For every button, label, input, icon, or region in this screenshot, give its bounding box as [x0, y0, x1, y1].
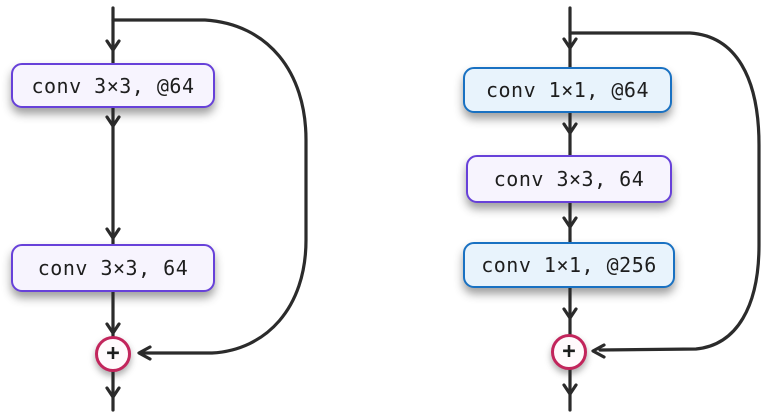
right-arrowhead-down-icon [562, 122, 578, 135]
plus-icon: + [95, 336, 131, 372]
conv-layer-box: conv 1×1, @256 [463, 242, 675, 288]
left-skip-connection-path [111, 18, 308, 355]
conv-layer-box: conv 3×3, 64 [11, 244, 215, 292]
right-arrowhead-left-icon [591, 343, 606, 359]
conv-layer-box: conv 3×3, @64 [11, 63, 215, 108]
left-arrowhead-down-icon [105, 39, 121, 52]
left-arrowhead-down-icon [105, 322, 121, 335]
plus-icon: + [551, 334, 587, 370]
conv-layer-box: conv 3×3, 64 [466, 155, 672, 203]
right-arrowhead-down-icon [562, 383, 578, 396]
left-arrowhead-left-icon [137, 345, 152, 361]
conv-layer-box: conv 1×1, @64 [463, 67, 672, 113]
right-arrowhead-down-icon [562, 307, 578, 320]
right-arrowhead-down-icon [562, 216, 578, 229]
right-skip-connection-path [568, 31, 761, 352]
left-arrowhead-down-icon [105, 227, 121, 240]
left-arrowhead-down-icon [105, 115, 121, 128]
right-arrowhead-down-icon [562, 37, 578, 50]
left-arrowhead-down-icon [105, 386, 121, 399]
